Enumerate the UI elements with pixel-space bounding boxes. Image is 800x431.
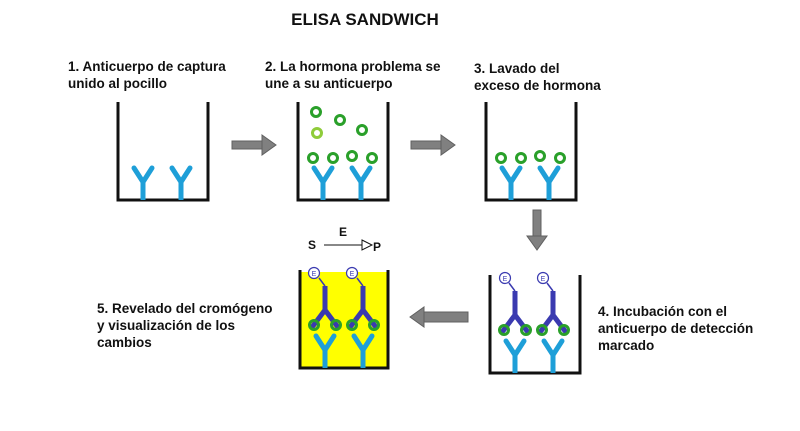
well-3 xyxy=(484,102,578,202)
arrow-right xyxy=(410,134,456,156)
arrow-left xyxy=(409,306,469,328)
hormone-circle xyxy=(498,324,510,336)
step-1-line-2: unido al pocillo xyxy=(68,76,167,91)
capture-antibody xyxy=(134,168,152,200)
hormone-circle xyxy=(310,106,322,118)
capture-antibody xyxy=(540,168,558,200)
well-5-outline xyxy=(298,270,390,370)
substrate-label: S xyxy=(308,238,316,252)
well-5: E E xyxy=(298,266,390,370)
diagram-title: ELISA SANDWICH xyxy=(291,10,439,29)
hormone-circle xyxy=(346,319,358,331)
capture-antibody xyxy=(172,168,190,200)
capture-antibody xyxy=(506,341,524,373)
step-3-label: 3. Lavado del exceso de hormona xyxy=(474,60,601,94)
enzyme-tag: E xyxy=(345,266,364,287)
well-4: E E xyxy=(488,271,582,375)
product-label: P xyxy=(373,240,381,254)
enzyme-reaction-label: E xyxy=(339,225,347,239)
well-2 xyxy=(296,102,390,202)
enzyme-label: E xyxy=(350,271,355,278)
hormone-molecules xyxy=(307,106,378,164)
hormone-circle xyxy=(515,152,527,164)
step-4-line-1: 4. Incubación con el xyxy=(598,304,728,319)
reaction-arrow xyxy=(324,239,374,251)
step-5-line-3: cambios xyxy=(97,335,152,350)
well-1-outline xyxy=(116,102,210,202)
hormone-circle xyxy=(327,152,339,164)
step-5-label: 5. Revelado del cromógeno y visualizació… xyxy=(97,300,273,351)
hormone-circle xyxy=(495,152,507,164)
step-2-label: 2. La hormona problema se une a su antic… xyxy=(265,58,441,92)
hormone-circle xyxy=(307,152,319,164)
step-2-line-2: une a su anticuerpo xyxy=(265,76,393,91)
step-1-line-1: 1. Anticuerpo de captura xyxy=(68,59,226,74)
capture-antibody xyxy=(544,341,562,373)
hormone-circle xyxy=(554,152,566,164)
hormone-circle xyxy=(520,324,532,336)
hormone-circle xyxy=(534,150,546,162)
hormone-circle xyxy=(366,152,378,164)
enzyme-tag: E xyxy=(536,271,554,292)
bound-hormones xyxy=(495,150,566,164)
arrow-down xyxy=(526,209,548,251)
step-4-label: 4. Incubación con el anticuerpo de detec… xyxy=(598,303,753,354)
step-5-line-2: y visualización de los xyxy=(97,318,236,333)
well-2-outline xyxy=(296,102,390,202)
hormone-circle xyxy=(558,324,570,336)
capture-antibody xyxy=(314,168,332,200)
well-4-outline xyxy=(488,275,582,375)
enzyme-label: E xyxy=(541,276,546,283)
hormone-circle xyxy=(536,324,548,336)
hormone-circle xyxy=(356,124,368,136)
capture-antibody xyxy=(502,168,520,200)
enzyme-tag: E xyxy=(498,271,516,292)
step-2-line-1: 2. La hormona problema se xyxy=(265,59,441,74)
bound-hormones xyxy=(498,324,570,336)
step-4-line-2: anticuerpo de detección xyxy=(598,321,754,336)
hormone-circle xyxy=(334,114,346,126)
step-5-line-1: 5. Revelado del cromógeno xyxy=(97,301,273,316)
well-3-outline xyxy=(484,102,578,202)
hormone-circle xyxy=(346,150,358,162)
arrow-right xyxy=(231,134,277,156)
hormone-circle xyxy=(311,127,323,139)
well-1 xyxy=(116,102,210,202)
step-3-line-1: 3. Lavado del xyxy=(474,61,560,76)
reaction-equation: S E P xyxy=(308,225,381,254)
hormone-circle xyxy=(308,319,320,331)
hormone-circle xyxy=(368,319,380,331)
enzyme-label: E xyxy=(312,271,317,278)
step-3-line-2: exceso de hormona xyxy=(474,78,601,93)
bound-hormones xyxy=(308,319,380,331)
step-4-line-3: marcado xyxy=(598,338,655,353)
capture-antibody xyxy=(352,168,370,200)
enzyme-label: E xyxy=(503,276,508,283)
enzyme-tag: E xyxy=(307,266,326,287)
hormone-circle xyxy=(330,319,342,331)
step-1-label: 1. Anticuerpo de captura unido al pocill… xyxy=(68,58,226,92)
